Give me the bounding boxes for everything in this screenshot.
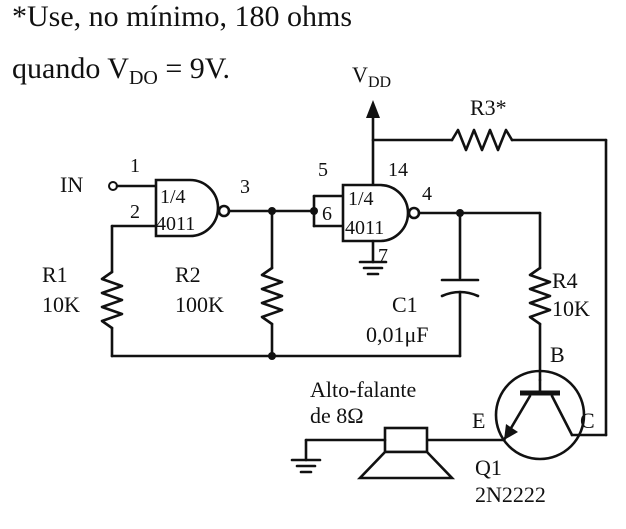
r3-resistor: R3* [371,95,608,437]
r1-label: R1 [42,262,68,287]
footnote-suffix: = 9V. [157,52,231,85]
c1-value: 0,01μF [366,322,429,347]
footnote-line-2: quando VDO = 9V. [12,52,231,89]
speaker-label-1: Alto-falante [310,377,416,402]
speaker-ground-icon [290,458,322,474]
gate2-pin-b: 6 [322,203,332,225]
gate2-pin-vdd: 14 [388,159,408,181]
r2-value: 100K [175,292,224,317]
vdd-label-main: V [352,62,368,87]
q1-part: 2N2222 [475,482,546,507]
vdd-supply: V DD [352,62,391,187]
gate2-inputs [310,194,345,228]
gate2-ground-icon [358,239,388,276]
r1-resistor: R1 10K [42,224,462,358]
gate2-part: 4011 [345,217,384,239]
footnote-line-1: *Use, no mínimo, 180 ohms [12,0,353,33]
footnote-v: quando V [12,52,129,85]
r2-resistor: R2 100K [175,207,316,360]
gate1-pin-b: 2 [130,201,140,223]
gate2-pin-gnd: 7 [378,245,388,267]
q1-name: Q1 [475,455,502,480]
c1-capacitor: C1 0,01μF [366,209,542,358]
gate1-fraction: 1/4 [160,186,186,208]
r4-value: 10K [552,296,590,321]
speaker-icon: Alto-falante de 8Ω [304,377,506,480]
gate2-pin-out: 4 [422,183,432,205]
r1-value: 10K [42,292,80,317]
gate1-pin-a: 1 [130,155,140,177]
nand-gate-1: 1/4 4011 1 2 3 [130,155,250,238]
input-label: IN [60,172,83,197]
gate2-pin-a: 5 [318,159,328,181]
q1-emitter-label: E [472,408,485,433]
c1-label: C1 [392,292,418,317]
speaker-label-2: de 8Ω [310,403,364,428]
q1-transistor: B E C Q1 2N2222 [472,342,595,507]
q1-base-label: B [550,342,565,367]
r4-label: R4 [552,268,578,293]
r3-label: R3* [470,95,507,120]
input-terminal: IN [60,172,158,197]
q1-collector-label: C [580,408,595,433]
gate1-pin-out: 3 [240,176,250,198]
gate2-fraction: 1/4 [348,188,374,210]
gate1-part: 4011 [156,213,195,235]
r2-label: R2 [175,262,201,287]
nand-gate-2: 1/4 4011 5 6 14 4 7 [318,159,432,267]
vdd-label-sub: DD [368,74,391,91]
footnote-sub: DO [128,67,158,89]
